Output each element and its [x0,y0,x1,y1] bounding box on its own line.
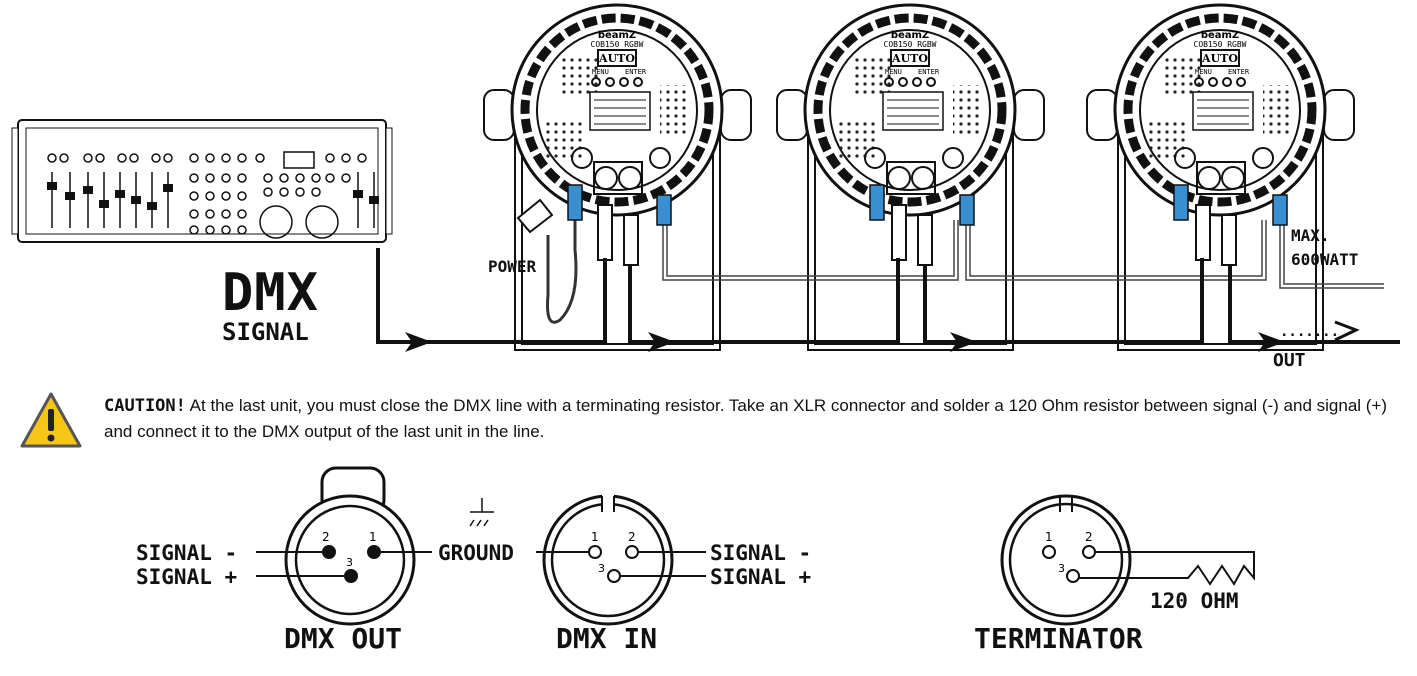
fixture-brand: beamZ [891,30,929,41]
fixture-1: beamZ COB150 RGBW AUTO MENU ENTER [483,3,752,351]
connector-dmx-out: 2 1 3 SIGNAL - SIGNAL + DMX OUT [136,466,432,655]
connector-terminator: 1 2 3 120 OHM TERMINATOR [974,494,1255,655]
ohm-label: 120 OHM [1150,589,1239,613]
fixture-menu: MENU [592,68,609,76]
pin-label: 2 [1085,530,1093,544]
caution-title: CAUTION! [104,396,186,416]
signal-plus-label: SIGNAL + [136,565,237,589]
ground-icon [469,498,494,527]
power-chain [662,220,1384,289]
fixture-2: beamZ COB150 RGBW AUTO MENU ENTER [776,3,1045,351]
pin-label: 3 [346,556,353,569]
power-label: POWER [488,257,537,276]
ground-label: GROUND [438,541,514,565]
pin-label: 2 [628,530,636,544]
fixture-mode: AUTO [891,52,928,65]
pin-label: 3 [1058,562,1065,575]
out-arrow-icon [1334,320,1360,342]
fixture-enter: ENTER [625,68,647,76]
fixture-menu: MENU [885,68,902,76]
fixture-3: beamZ COB150 RGBW AUTO MENU ENTER [1086,3,1355,351]
fixture-brand: beamZ [598,30,636,41]
dmx-in-label: DMX IN [556,622,657,655]
fixtures: beamZ COB150 RGBW AUTO MENU ENTER [483,3,1355,351]
fixture-enter: ENTER [1228,68,1250,76]
signal-minus-label: SIGNAL - [136,541,237,565]
pin-label: 3 [598,562,605,575]
dmx-signal-label-1: DMX [222,263,319,323]
dmx-controller [11,119,393,243]
fixture-mode: AUTO [598,52,635,65]
terminator-label: TERMINATOR [974,622,1143,655]
warning-triangle-icon [20,392,82,448]
pin-label: 1 [369,530,377,544]
pin-label: 2 [322,530,330,544]
fixture-brand: beamZ [1201,30,1239,41]
pin-label: 1 [591,530,599,544]
xlr-plugs [597,204,1237,266]
dmx-out-label: DMX OUT [284,622,402,655]
max-label-2: 600WATT [1291,250,1358,269]
fixture-model: COB150 RGBW [884,40,937,49]
fixture-enter: ENTER [918,68,940,76]
power-plug [516,184,1288,324]
caution-text: CAUTION! At the last unit, you must clos… [104,393,1394,445]
fixture-menu: MENU [1195,68,1212,76]
out-dots: ....... [1280,324,1339,340]
fixture-model: COB150 RGBW [591,40,644,49]
connector-dmx-in: 1 2 3 SIGNAL - SIGNAL + DMX IN [536,490,811,655]
fixture-model: COB150 RGBW [1194,40,1247,49]
signal-plus-label: SIGNAL + [710,565,811,589]
caution-body: At the last unit, you must close the DMX… [104,396,1388,441]
signal-minus-label: SIGNAL - [710,541,811,565]
out-label: OUT [1273,350,1306,371]
max-label-1: MAX. [1291,226,1330,245]
dmx-signal-line [376,248,1400,344]
fixture-mode: AUTO [1201,52,1238,65]
dmx-arrows [405,332,1285,352]
pin-label: 1 [1045,530,1053,544]
dmx-signal-label-2: SIGNAL [222,318,309,346]
